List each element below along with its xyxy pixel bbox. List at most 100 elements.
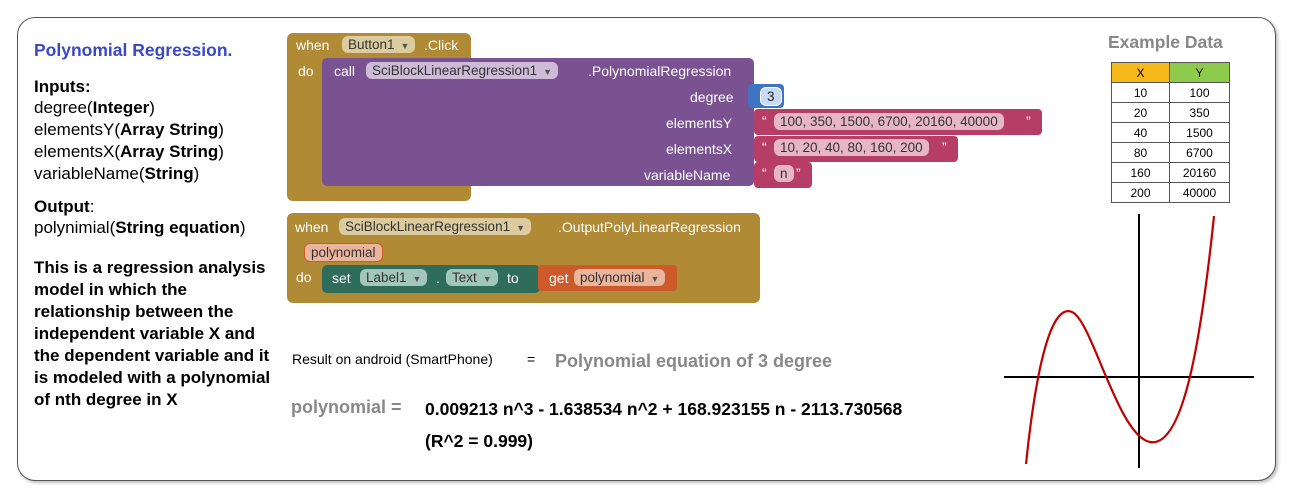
cell-x: 80 [1111, 142, 1170, 163]
cell-x: 40 [1111, 122, 1170, 143]
output-line: polynimial(String equation) [34, 217, 284, 239]
elementsx-value-wrap: 10, 20, 40, 80, 160, 200 [774, 139, 929, 157]
cell-y: 6700 [1169, 142, 1230, 163]
dropdown-arrow-icon: ▼ [516, 223, 526, 233]
set-label-text-block[interactable] [322, 265, 540, 293]
example-data-title: Example Data [1108, 32, 1223, 52]
quote-close-icon: ” [796, 165, 801, 181]
quote-open-icon: “ [762, 139, 767, 155]
dropdown-arrow-icon: ▼ [482, 274, 492, 284]
param-elementsx-label: elementsX [666, 141, 733, 157]
result-label: Result on android (SmartPhone) [292, 351, 493, 367]
input-variable-name: variableName(String) [34, 163, 284, 185]
table-header-row: X Y [1111, 62, 1230, 83]
result-equals: = [527, 351, 536, 367]
cell-x: 20 [1111, 102, 1170, 123]
input-type: Array String [119, 120, 219, 139]
quote-open-icon: “ [762, 113, 767, 129]
do-keyword: do [298, 63, 314, 79]
label1-text: Label1 [366, 270, 407, 285]
input-type: Integer [92, 98, 150, 117]
output-event-label: .OutputPolyLinearRegression [558, 219, 741, 235]
panel-title: Polynomial Regression. [34, 40, 233, 60]
input-paren: ) [218, 120, 224, 139]
polynomial-equals-label: polynomial = [291, 397, 402, 417]
cell-x: 160 [1111, 162, 1170, 183]
cell-y: 40000 [1169, 182, 1230, 203]
r-squared: (R^2 = 0.999) [425, 431, 533, 451]
model-description: This is a regression analysis model in w… [34, 258, 271, 409]
input-name: variableName( [34, 164, 145, 183]
output-type: String equation [115, 218, 240, 237]
method-label: .PolynomialRegression [588, 63, 732, 79]
polynomial-param[interactable]: polynomial [304, 243, 383, 262]
header-x: X [1111, 62, 1170, 83]
input-type: Array String [119, 142, 219, 161]
dropdown-arrow-icon: ▼ [543, 67, 553, 77]
get-var-dropdown[interactable]: polynomial ▼ [574, 269, 666, 287]
input-type: String [144, 164, 194, 183]
cell-x: 200 [1111, 182, 1170, 203]
input-elements-x: elementsX(Array String) [34, 141, 284, 163]
component-label: SciBlockLinearRegression1 [372, 63, 538, 78]
polynomial-param-wrap: polynomial [304, 243, 383, 262]
call-keyword: call [334, 63, 356, 79]
property-text: Text [452, 270, 477, 285]
text-property-dropdown[interactable]: Text ▼ [446, 269, 498, 287]
get-var-text: polynomial [580, 270, 645, 285]
cell-y: 1500 [1169, 122, 1230, 143]
header-y: Y [1169, 62, 1230, 83]
input-name: elementsX( [34, 142, 120, 161]
elementsx-value[interactable]: 10, 20, 40, 80, 160, 200 [774, 139, 929, 156]
button1-label: Button1 [348, 37, 395, 52]
sciblock-component-dropdown[interactable]: SciBlockLinearRegression1 ▼ [366, 62, 559, 80]
param-elementsy-label: elementsY [666, 115, 733, 131]
do-keyword: do [296, 269, 312, 285]
degree-value-wrap: 3 [760, 87, 782, 106]
inputs-heading: Inputs: [34, 77, 91, 96]
when-keyword: when [295, 219, 329, 235]
result-heading: Polynomial equation of 3 degree [555, 351, 833, 371]
get-keyword: get [549, 270, 569, 286]
dropdown-arrow-icon: ▼ [650, 274, 660, 284]
quote-close-icon: ” [1026, 113, 1031, 129]
sciblock-event-component-dropdown[interactable]: SciBlockLinearRegression1 ▼ [339, 218, 532, 236]
variablename-value[interactable]: n [774, 165, 794, 182]
elementsy-value-wrap: 100, 350, 1500, 6700, 20160, 40000 [774, 113, 1004, 131]
to-keyword: to [507, 270, 519, 286]
polynomial-regression-call-block[interactable] [322, 58, 754, 186]
label1-dropdown[interactable]: Label1 ▼ [360, 269, 428, 287]
when-keyword: when [296, 37, 330, 53]
component-label: SciBlockLinearRegression1 [345, 219, 511, 234]
button1-dropdown[interactable]: Button1 ▼ [342, 36, 416, 54]
input-paren: ) [218, 142, 224, 161]
description-panel: Polynomial Regression. Inputs: degree(In… [34, 40, 284, 411]
cell-y: 350 [1169, 102, 1230, 123]
dot-separator: . [436, 270, 440, 286]
cubic-curve-graph [1004, 214, 1254, 468]
degree-value[interactable]: 3 [760, 87, 782, 106]
input-elements-y: elementsY(Array String) [34, 119, 284, 141]
cubic-curve-line [1024, 215, 1216, 465]
input-paren: ) [193, 164, 200, 183]
output-heading-label: Output [34, 197, 90, 216]
dropdown-arrow-icon: ▼ [412, 274, 422, 284]
dropdown-arrow-icon: ▼ [400, 41, 410, 51]
click-event-label: .Click [424, 37, 459, 53]
output-heading: Output: [34, 197, 284, 217]
output-name: polynimial( [34, 218, 116, 237]
polynomial-equation: 0.009213 n^3 - 1.638534 n^2 + 168.923155… [425, 399, 903, 419]
set-keyword: set [332, 270, 351, 286]
param-degree-label: degree [690, 89, 734, 105]
elementsy-value[interactable]: 100, 350, 1500, 6700, 20160, 40000 [774, 113, 1004, 130]
input-name: degree( [34, 98, 93, 117]
input-degree: degree(Integer) [34, 97, 284, 119]
quote-open-icon: “ [762, 165, 767, 181]
input-paren: ) [149, 98, 155, 117]
output-colon: : [89, 197, 95, 216]
